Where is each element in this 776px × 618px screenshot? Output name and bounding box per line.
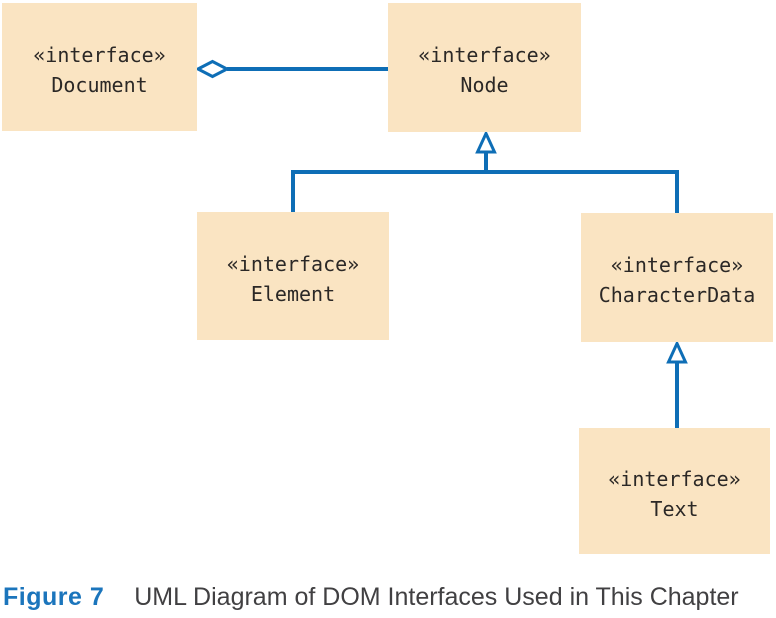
uml-box-node: «interface» Node [388, 3, 581, 132]
uml-box-text: «interface» Text [579, 428, 770, 554]
interface-name: Text [650, 496, 699, 521]
interface-name: CharacterData [598, 283, 756, 307]
stereotype-label: «interface» [33, 42, 166, 67]
stereotype-label: «interface» [226, 251, 360, 276]
interface-name: Element [250, 281, 336, 306]
figure-caption-text: UML Diagram of DOM Interfaces Used in Th… [134, 583, 739, 611]
inheritance-arrow-characterdata-icon [666, 339, 688, 364]
aggregation-diamond-icon [194, 59, 231, 79]
stereotype-label: «interface» [610, 253, 744, 277]
stereotype-label: «interface» [418, 43, 551, 67]
figure-caption: Figure 7 UML Diagram of DOM Interfaces U… [3, 583, 739, 612]
interface-name: Node [460, 73, 509, 97]
uml-box-document: «interface» Document [2, 3, 197, 131]
uml-box-characterdata: «interface» CharacterData [581, 213, 773, 342]
uml-box-element: «interface» Element [197, 212, 389, 340]
stereotype-label: «interface» [608, 466, 741, 491]
interface-name: Document [51, 72, 148, 97]
figure-number-label: Figure 7 [3, 583, 105, 611]
inheritance-arrow-node-icon [475, 129, 497, 154]
inheritance-branch-line [291, 170, 679, 213]
